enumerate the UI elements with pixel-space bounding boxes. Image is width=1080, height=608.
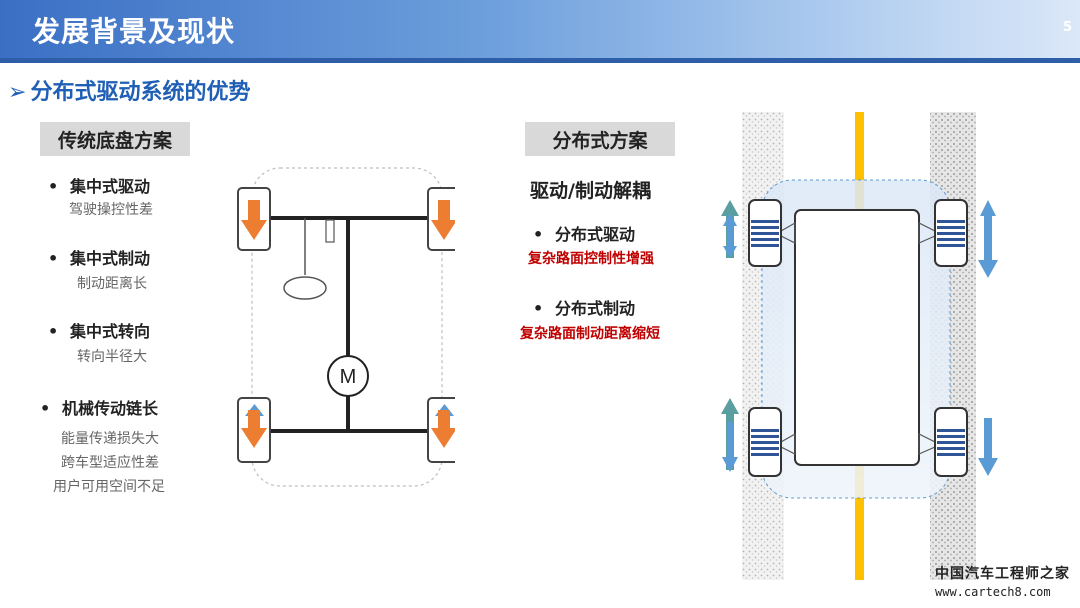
- pedal: [325, 219, 335, 243]
- bullet-item: •分布式驱动: [533, 225, 636, 244]
- link-fr: [918, 222, 936, 244]
- force-arrow-rear-right: [978, 418, 998, 476]
- wheel-front-left: [237, 187, 271, 251]
- wheel-front-right: [427, 187, 455, 251]
- bullet-note: 转向半径大: [77, 349, 147, 365]
- hub-wheel-rear-left: [748, 407, 782, 477]
- subtitle-text: 分布式驱动系统的优势: [30, 80, 251, 105]
- distributed-label: 分布式方案: [525, 122, 675, 156]
- bullet-item: •集中式转向: [48, 322, 151, 341]
- arrow-bullet-icon: ➢: [8, 80, 27, 105]
- watermark: 中国汽车工程师之家 www.cartech8.com: [935, 563, 1070, 599]
- bullet-note: 制动距离长: [77, 276, 147, 292]
- hub-wheel-front-right: [934, 199, 968, 267]
- distributed-chassis-diagram: [721, 112, 998, 580]
- watermark-cn: 中国汽车工程师之家: [935, 566, 1070, 582]
- traditional-chassis-diagram: M: [237, 167, 455, 487]
- decouple-heading: 驱动/制动解耦: [530, 180, 651, 202]
- link-rr: [918, 433, 936, 455]
- bullet-item: •分布式制动: [533, 299, 636, 318]
- bullet-item: •机械传动链长: [40, 399, 159, 418]
- hub-wheel-front-left: [748, 199, 782, 267]
- force-arrow-front-left: [721, 200, 739, 258]
- page-title: 发展背景及现状: [32, 15, 236, 48]
- traditional-label: 传统底盘方案: [40, 122, 190, 156]
- motor-icon: [327, 355, 369, 397]
- motor-label: M: [340, 366, 357, 388]
- bullet-note: 能量传递损失大: [61, 431, 159, 447]
- page-number: 5: [1062, 20, 1072, 35]
- wheel-rear-left: [237, 397, 271, 463]
- wheel-rear-right: [427, 397, 455, 463]
- bullet-note: 复杂路面控制性增强: [528, 251, 654, 267]
- steering-wheel: [283, 276, 327, 300]
- bullet-note: 用户可用空间不足: [53, 479, 165, 495]
- bullet-item: •集中式制动: [48, 249, 151, 268]
- force-arrow-rear-left: [721, 398, 739, 472]
- link-fl: [780, 221, 796, 244]
- vehicle-frame: [794, 209, 920, 466]
- link-rl: [780, 432, 796, 455]
- hub-wheel-rear-right: [934, 407, 968, 477]
- chassis-outline: [251, 167, 443, 487]
- header-bar: [0, 0, 1080, 58]
- watermark-url: www.cartech8.com: [935, 585, 1051, 599]
- force-arrow-front-right: [978, 200, 998, 278]
- bullet-note: 驾驶操控性差: [69, 202, 153, 218]
- bullet-item: •集中式驱动: [48, 177, 151, 196]
- section-subtitle: ➢分布式驱动系统的优势: [8, 74, 250, 106]
- bullet-note: 跨车型适应性差: [61, 455, 159, 471]
- header-divider: [0, 58, 1080, 63]
- bullet-note: 复杂路面制动距离缩短: [520, 326, 660, 342]
